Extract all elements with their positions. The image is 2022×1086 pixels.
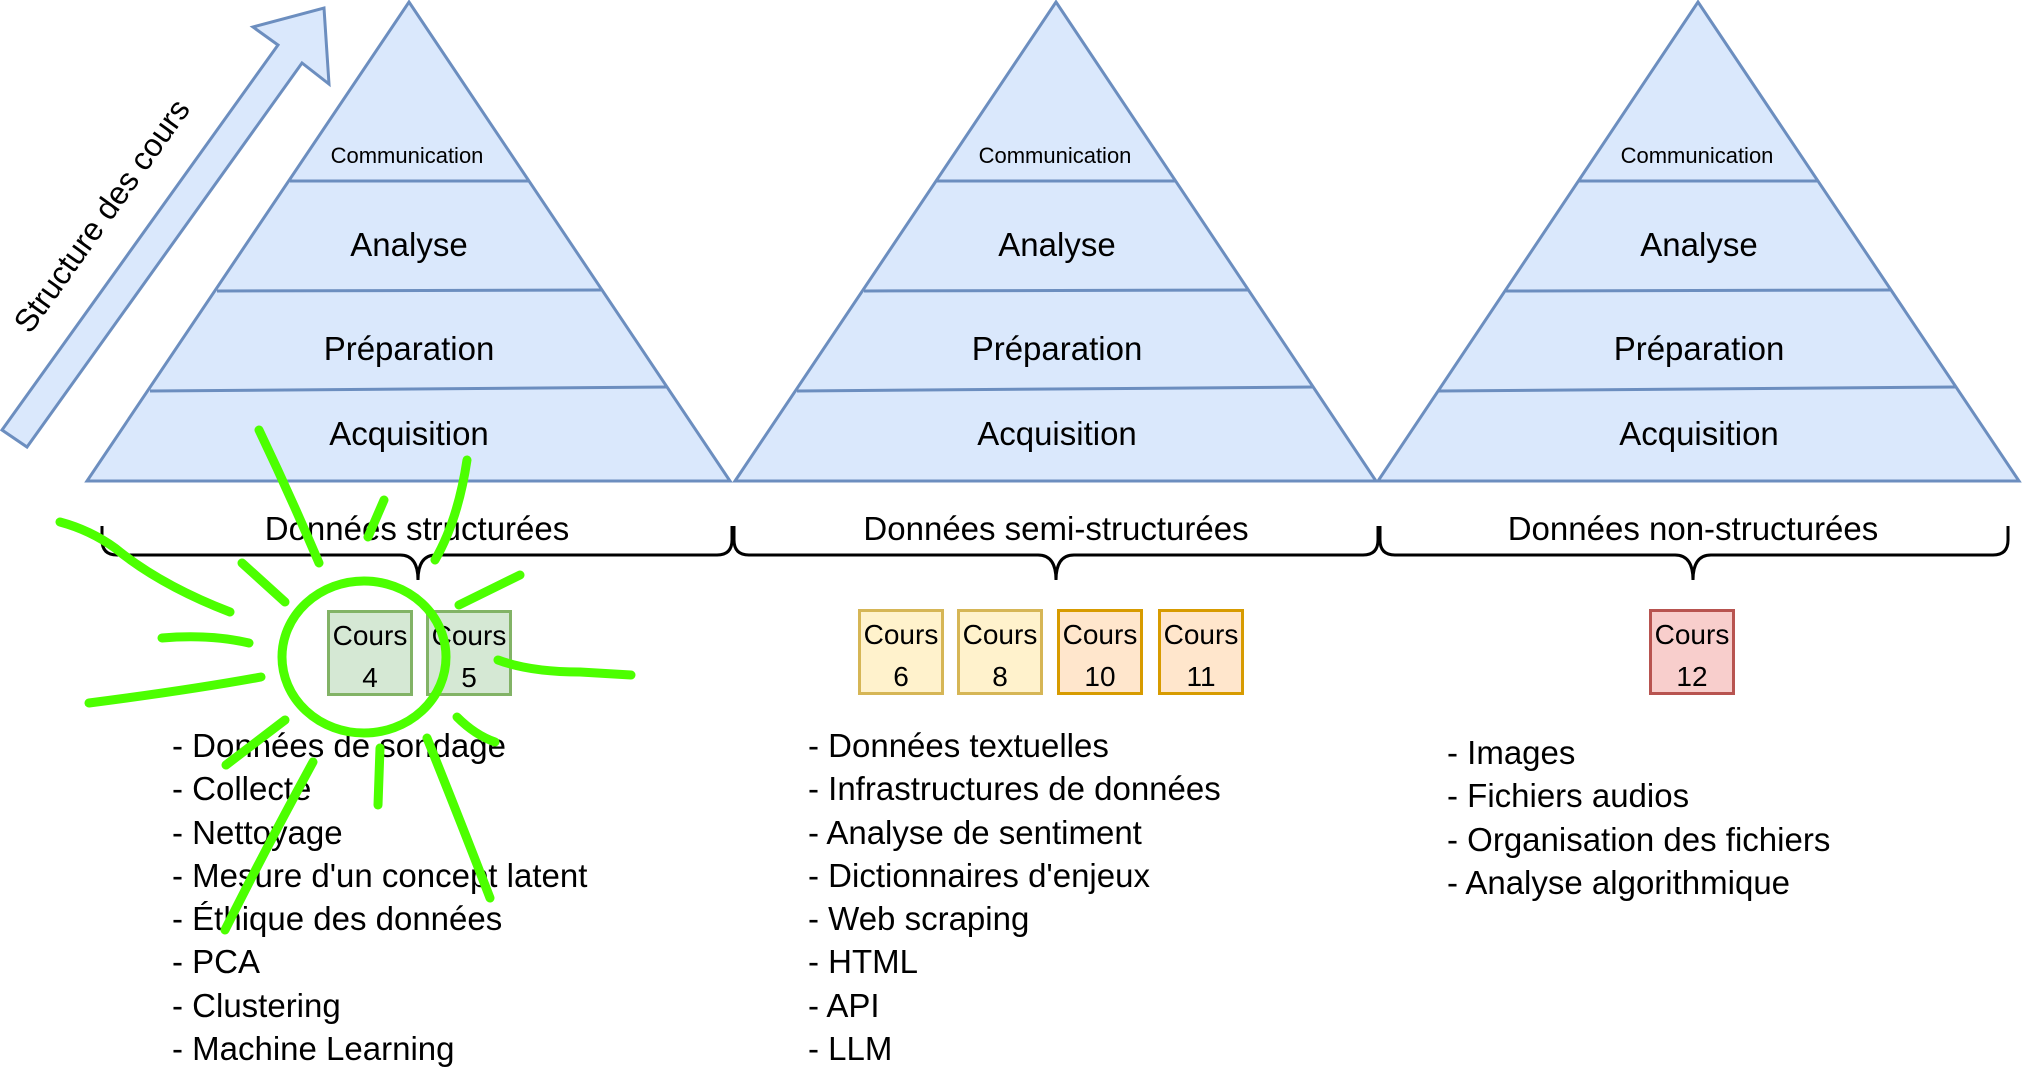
- topic-item: - Infrastructures de données: [808, 770, 1221, 808]
- level-acquisition: Acquisition: [1619, 415, 1779, 452]
- topic-item: - Collecte: [172, 770, 312, 808]
- section-title-unstructured: Données non-structurées: [1508, 510, 1879, 547]
- topic-item: - Mesure d'un concept latent: [172, 856, 588, 894]
- course-number: 5: [461, 662, 477, 693]
- course-box-8[interactable]: Cours 8: [957, 609, 1043, 695]
- level-analyse: Analyse: [1640, 226, 1757, 263]
- brace-unstructured: [1378, 526, 2010, 581]
- topic-item: - HTML: [808, 943, 918, 981]
- topic-item: - Organisation des fichiers: [1447, 820, 1831, 858]
- topic-item: - Données textuelles: [808, 727, 1109, 764]
- topic-item: - Images: [1447, 734, 1576, 771]
- brace-semi-structured: [732, 526, 1380, 581]
- level-divider: [216, 288, 602, 293]
- pyramid-structured: Communication Analyse Préparation Acquis…: [84, 0, 733, 483]
- topic-item: - Analyse de sentiment: [808, 813, 1142, 851]
- topic-list-unstructured: - Images - Fichiers audios - Organisatio…: [1447, 731, 1830, 904]
- topic-list-semi-structured: - Données textuelles - Infrastructures d…: [808, 724, 1221, 1070]
- level-analyse: Analyse: [998, 226, 1115, 263]
- course-number: 11: [1186, 661, 1216, 692]
- topic-list-structured: - Données de sondage - Collecte - Nettoy…: [172, 724, 587, 1070]
- course-label: Cours: [332, 620, 408, 651]
- level-divider: [149, 385, 668, 393]
- course-number: 4: [362, 662, 378, 693]
- level-divider: [796, 385, 1315, 393]
- course-label: Cours: [1062, 619, 1138, 650]
- level-preparation: Préparation: [972, 330, 1143, 367]
- level-communication: Communication: [1621, 143, 1774, 168]
- topic-item: - Dictionnaires d'enjeux: [808, 856, 1150, 894]
- pyramid-shape: [84, 0, 733, 483]
- topic-item: - PCA: [172, 943, 261, 981]
- course-label: Cours: [1163, 619, 1239, 650]
- topic-item: - LLM: [808, 1030, 893, 1068]
- course-box-5[interactable]: Cours 5: [426, 610, 512, 696]
- level-acquisition: Acquisition: [977, 415, 1137, 452]
- level-divider: [1438, 385, 1957, 393]
- course-label: Cours: [1654, 619, 1730, 650]
- topic-item: - Machine Learning: [172, 1030, 455, 1068]
- level-preparation: Préparation: [324, 330, 495, 367]
- topic-item: - Clustering: [172, 986, 341, 1024]
- course-label: Cours: [431, 620, 507, 651]
- topic-item: - Web scraping: [808, 900, 1030, 938]
- section-title-structured: Données structurées: [265, 510, 570, 547]
- topic-item: - Nettoyage: [172, 813, 343, 851]
- pyramid-shape: [1375, 0, 2022, 483]
- level-communication: Communication: [331, 143, 484, 168]
- course-number: 8: [992, 661, 1008, 692]
- topic-item: - Fichiers audios: [1447, 777, 1690, 815]
- course-label: Cours: [863, 619, 939, 650]
- pyramid-shape: [732, 0, 1379, 483]
- course-box-10[interactable]: Cours 10: [1057, 609, 1143, 695]
- level-acquisition: Acquisition: [329, 415, 489, 452]
- pyramid-unstructured: Communication Analyse Préparation Acquis…: [1375, 0, 2022, 483]
- course-number: 6: [893, 661, 909, 692]
- topic-item: - API: [808, 986, 880, 1024]
- course-box-4[interactable]: Cours 4: [327, 610, 413, 696]
- topic-item: - Éthique des données: [172, 900, 503, 938]
- course-number: 10: [1084, 661, 1116, 692]
- topic-item: - Données de sondage: [172, 727, 506, 764]
- level-divider: [1505, 288, 1891, 293]
- course-number: 12: [1676, 661, 1708, 692]
- course-box-6[interactable]: Cours 6: [858, 609, 944, 695]
- pyramid-semi-structured: Communication Analyse Préparation Acquis…: [732, 0, 1379, 483]
- up-right-arrow-icon: [0, 6, 331, 450]
- course-label: Cours: [962, 619, 1038, 650]
- level-analyse: Analyse: [350, 226, 467, 263]
- section-title-semi-structured: Données semi-structurées: [863, 510, 1248, 547]
- course-box-12[interactable]: Cours 12: [1649, 609, 1735, 695]
- level-communication: Communication: [979, 143, 1132, 168]
- course-box-11[interactable]: Cours 11: [1158, 609, 1244, 695]
- topic-item: - Analyse algorithmique: [1447, 863, 1791, 901]
- level-preparation: Préparation: [1614, 330, 1785, 367]
- level-divider: [863, 288, 1249, 293]
